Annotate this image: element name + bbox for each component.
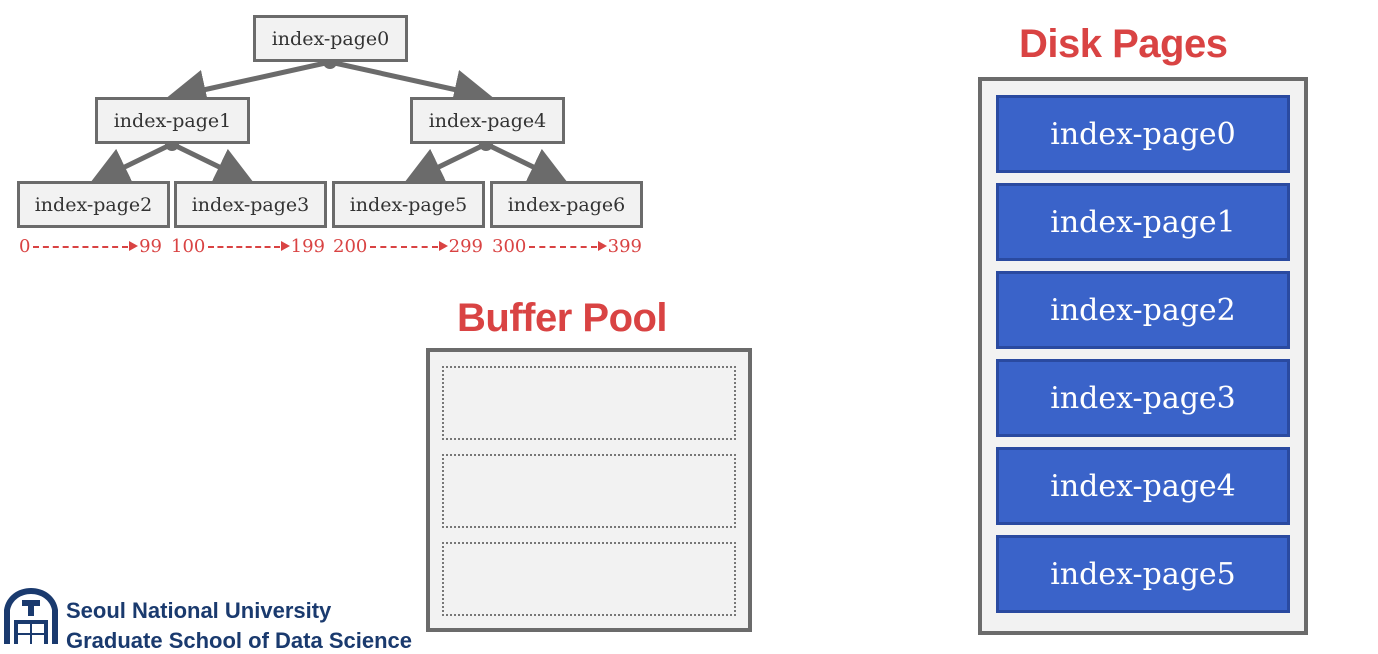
tree-node-page4: index-page4	[410, 97, 565, 144]
tree-node-page0: index-page0	[253, 15, 408, 62]
tree-node-page5: index-page5	[332, 181, 485, 228]
disk: index-page0 index-page1 index-page2 inde…	[978, 77, 1308, 635]
range-start: 0	[19, 235, 31, 257]
range-dash	[33, 246, 129, 248]
disk-page: index-page5	[996, 535, 1290, 613]
range-dash	[529, 246, 597, 248]
university-name: Seoul National University	[66, 598, 332, 623]
disk-page: index-page2	[996, 271, 1290, 349]
tree-node-page2: index-page2	[17, 181, 170, 228]
buffer-slot	[442, 454, 736, 528]
range-arrow-icon	[129, 241, 139, 251]
disk-page: index-page1	[996, 183, 1290, 261]
range-end: 299	[448, 235, 483, 257]
key-range-page6: 300 399	[492, 234, 642, 258]
key-range-page2: 0 99	[19, 234, 162, 258]
disk-page: index-page3	[996, 359, 1290, 437]
buffer-slot	[442, 366, 736, 440]
range-end: 199	[290, 235, 325, 257]
range-arrow-icon	[597, 241, 607, 251]
range-arrow-icon	[438, 241, 448, 251]
range-arrow-icon	[280, 241, 290, 251]
range-start: 300	[492, 235, 527, 257]
tree-node-page3: index-page3	[174, 181, 327, 228]
range-end: 99	[139, 235, 162, 257]
tree-node-page6: index-page6	[490, 181, 643, 228]
range-dash	[208, 246, 280, 248]
edge-page4-page6	[483, 141, 569, 185]
range-start: 100	[171, 235, 206, 257]
range-start: 200	[333, 235, 368, 257]
school-name: Graduate School of Data Science	[66, 628, 412, 653]
range-dash	[370, 246, 438, 248]
key-range-page5: 200 299	[333, 234, 483, 258]
university-emblem-icon	[4, 588, 58, 644]
buffer-pool-title: Buffer Pool	[457, 296, 668, 340]
key-range-page3: 100 199	[171, 234, 325, 258]
edge-page1-page2	[89, 141, 175, 185]
range-end: 399	[607, 235, 642, 257]
disk-page: index-page0	[996, 95, 1290, 173]
edge-page0-page4	[327, 59, 494, 110]
edge-page4-page5	[403, 141, 489, 185]
buffer-slot	[442, 542, 736, 616]
disk-pages-title: Disk Pages	[1019, 22, 1228, 66]
buffer-pool	[426, 348, 752, 632]
edge-page0-page1	[166, 59, 333, 110]
disk-page: index-page4	[996, 447, 1290, 525]
tree-node-page1: index-page1	[95, 97, 250, 144]
edge-page1-page3	[169, 141, 255, 185]
